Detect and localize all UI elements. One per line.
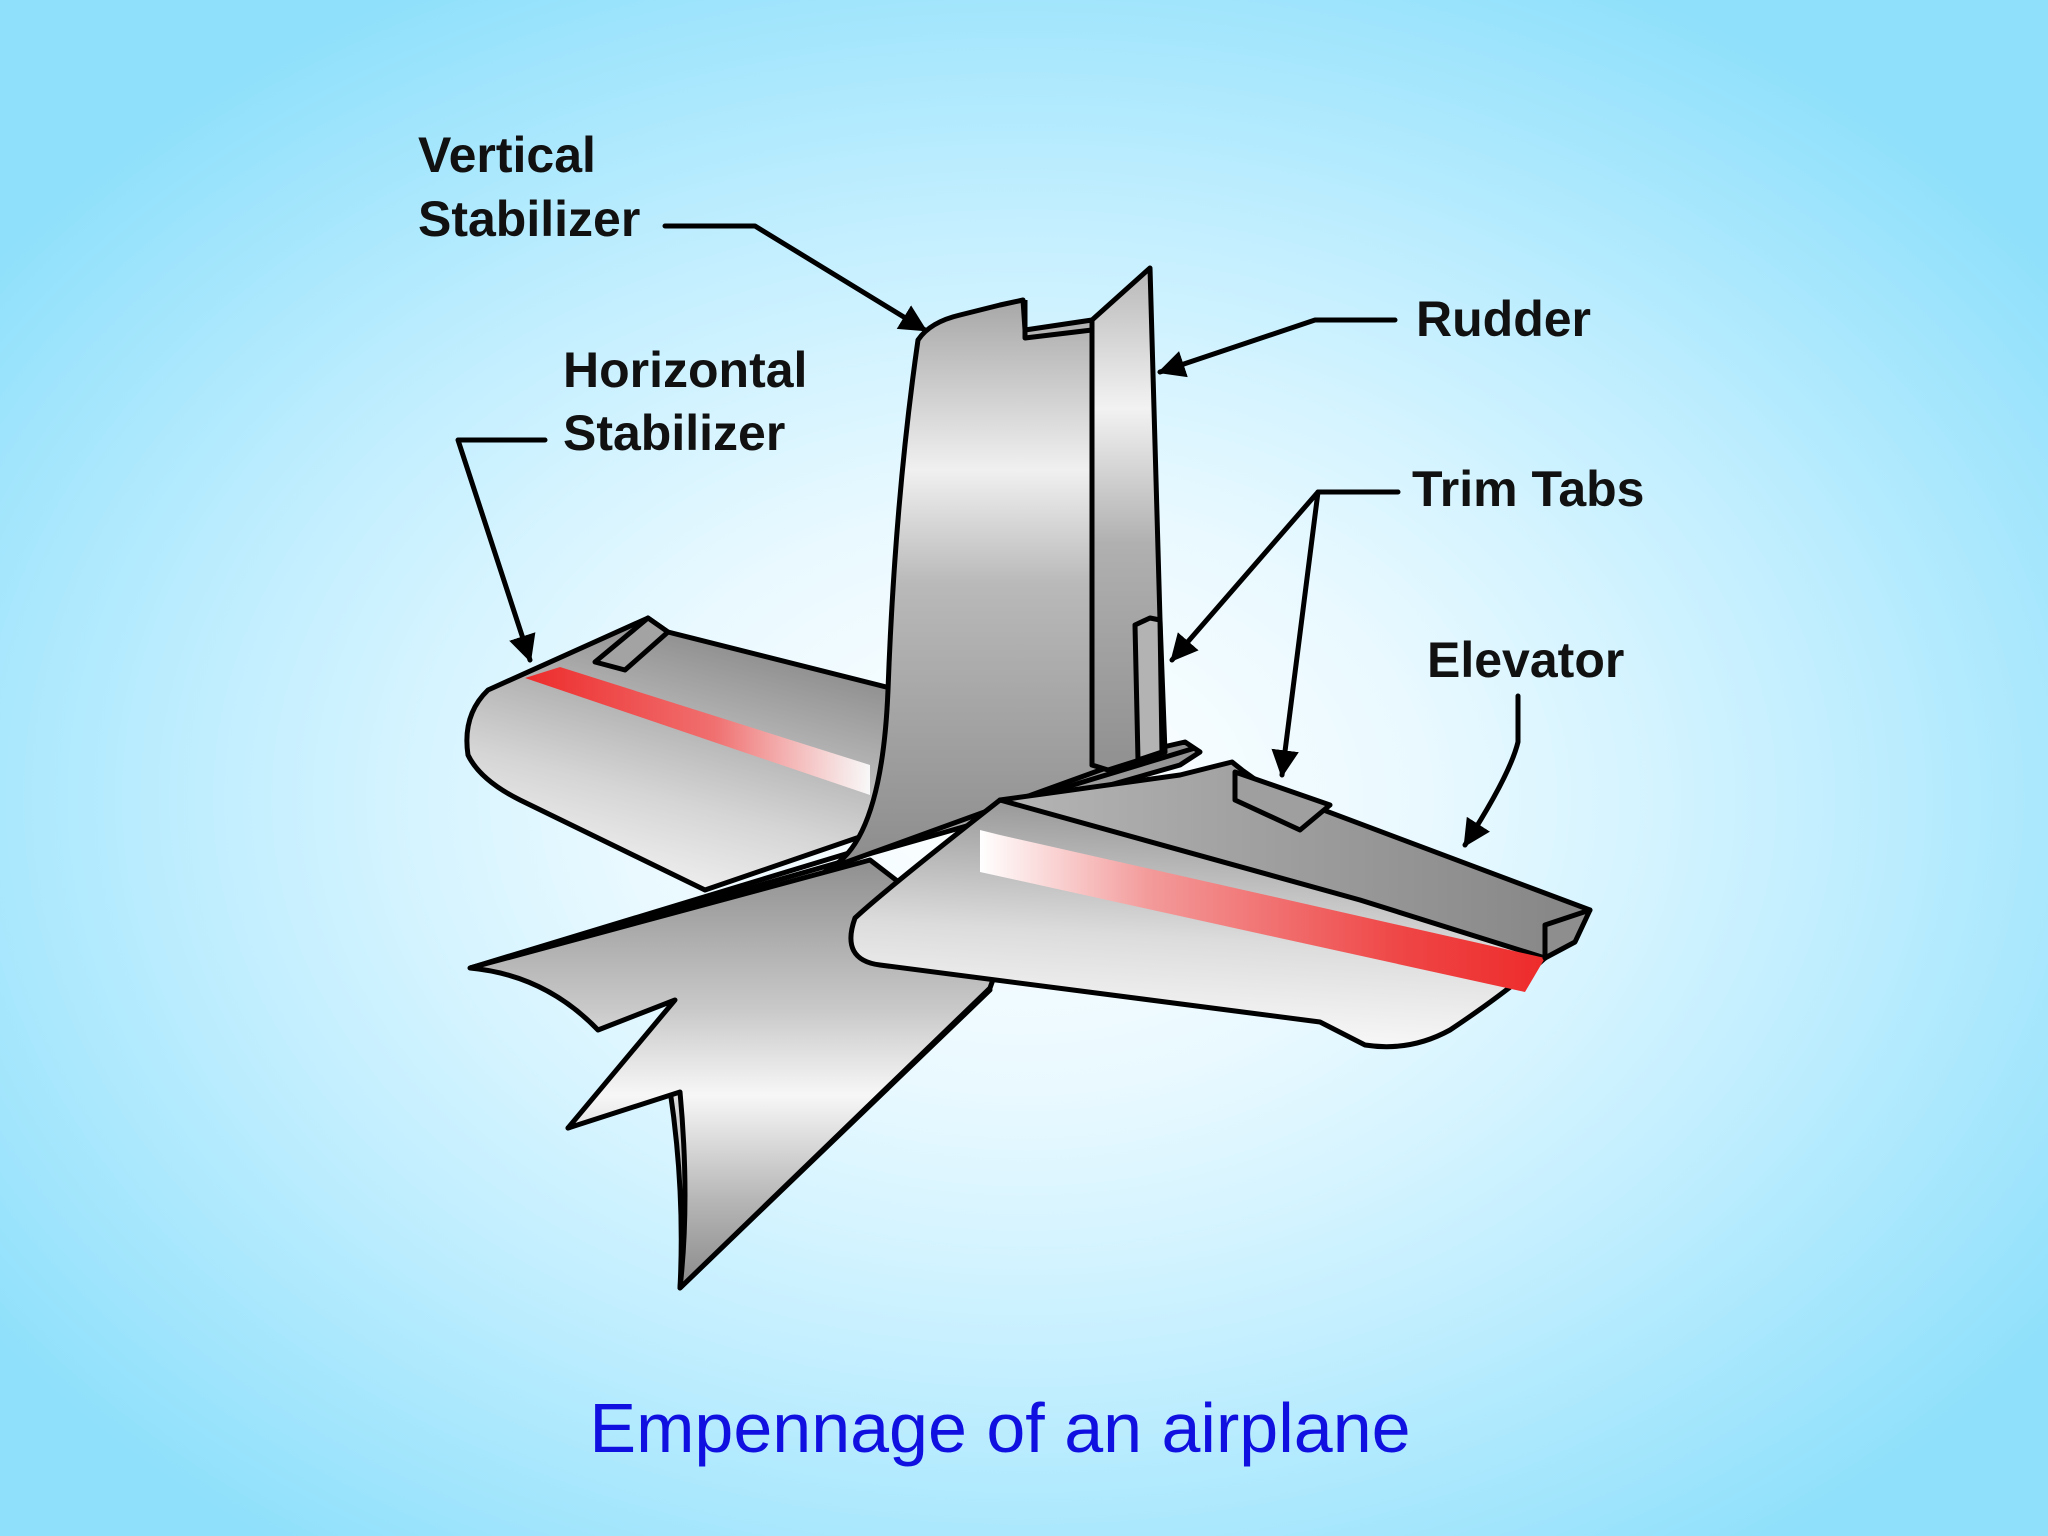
label-horizontal-stabilizer: Horizontal Stabilizer	[563, 342, 821, 461]
trim-tabs-leader-upper	[1169, 489, 1401, 663]
vertical-stabilizer	[827, 265, 1168, 871]
label-rudder: Rudder	[1416, 291, 1591, 347]
fuselage-tail	[467, 739, 1203, 1291]
right-horizontal-stabilizer	[848, 759, 1593, 1050]
label-vertical-stabilizer: Vertical Stabilizer	[418, 127, 640, 247]
horizontal-stabilizer-leader	[455, 437, 548, 663]
trim-tabs-leader-lower	[1271, 489, 1321, 778]
leader-lines	[455, 223, 1521, 848]
diagram-title: Empennage of an airplane	[589, 1389, 1410, 1467]
vertical-stabilizer-leader	[662, 223, 928, 333]
label-elevator: Elevator	[1427, 632, 1624, 688]
elevator-leader	[1462, 693, 1521, 848]
rudder-leader	[1157, 317, 1398, 378]
label-trim-tabs: Trim Tabs	[1412, 461, 1644, 517]
left-horizontal-stabilizer	[464, 615, 893, 893]
